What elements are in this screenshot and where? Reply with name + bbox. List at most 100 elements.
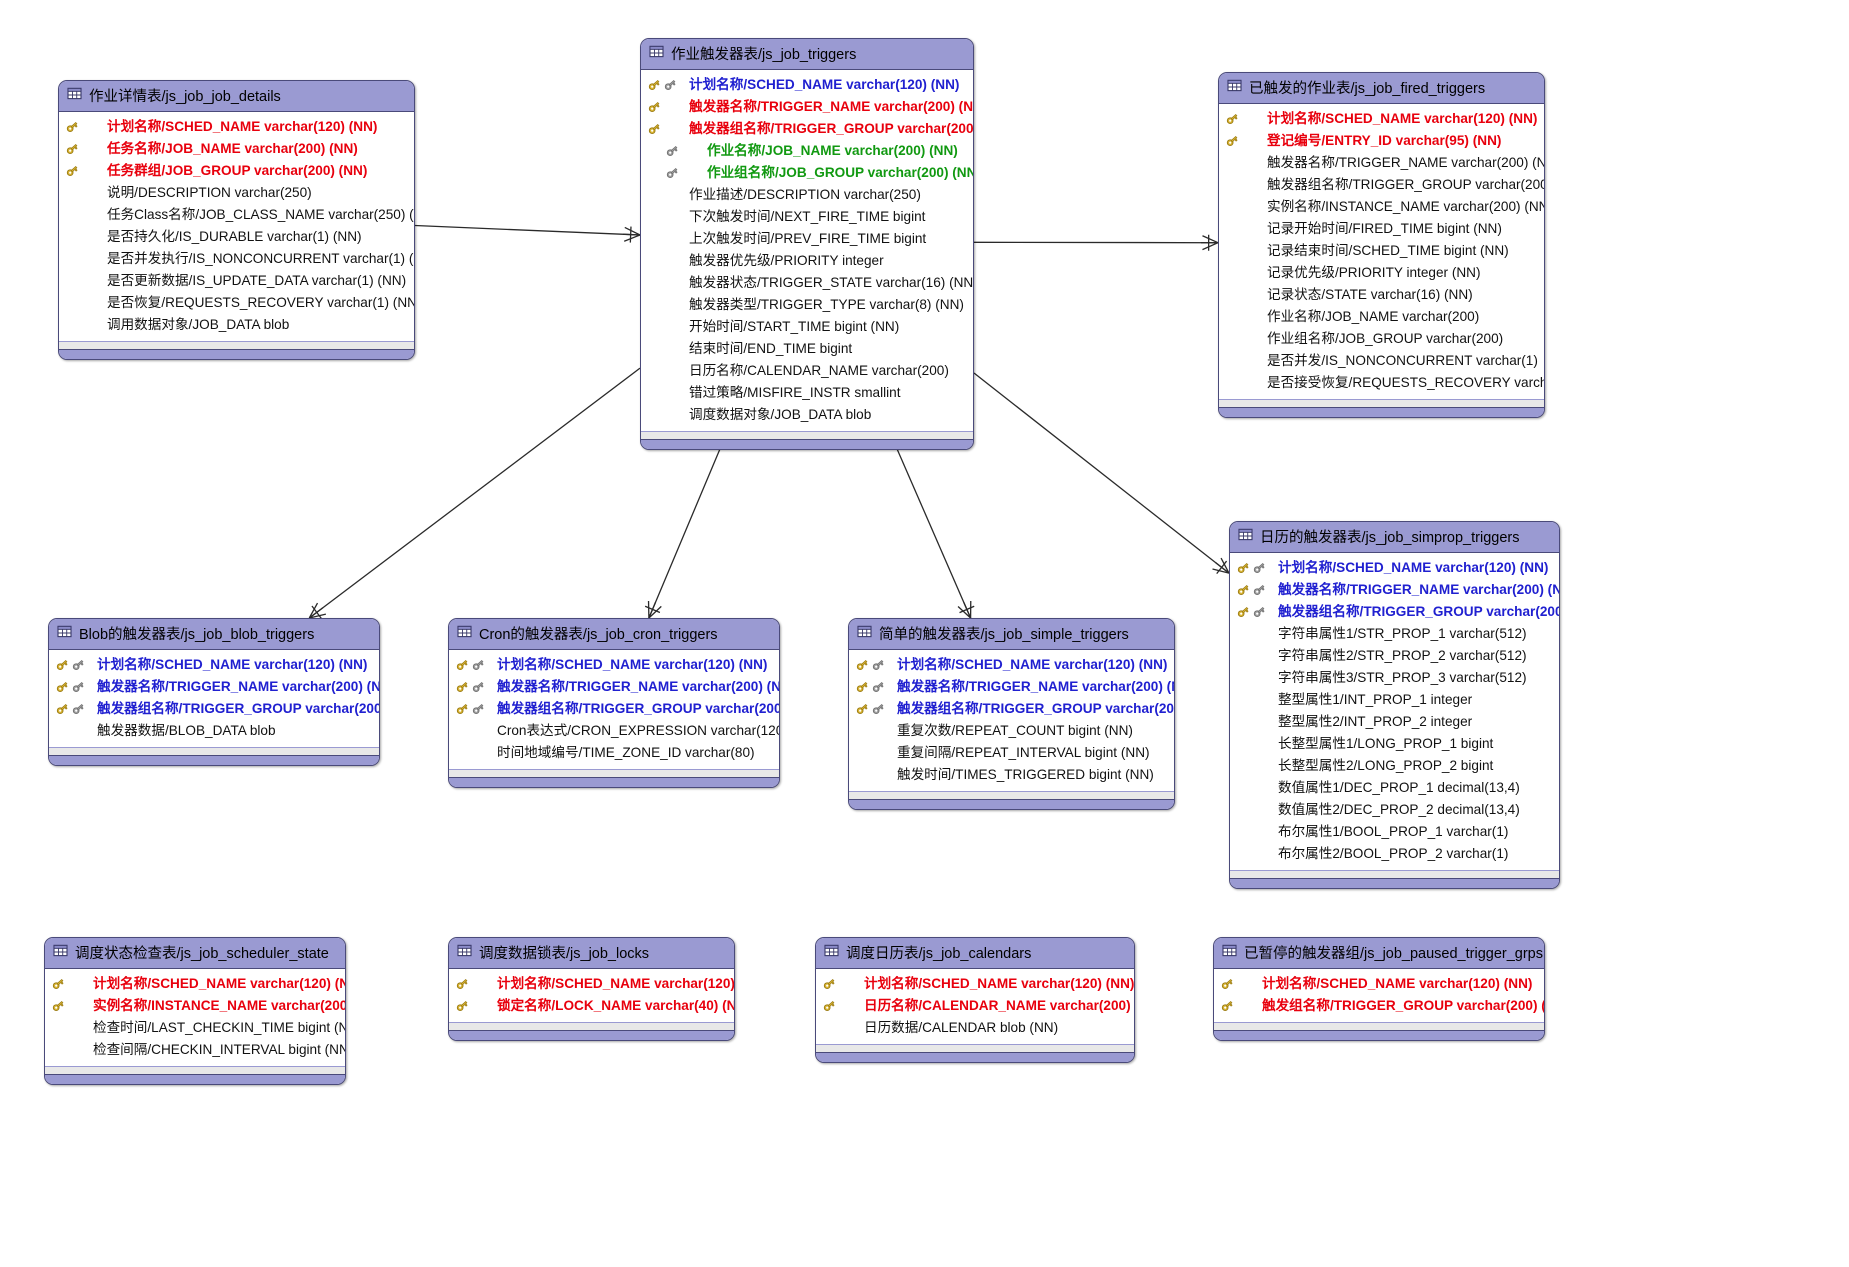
column-row[interactable]: 实例名称/INSTANCE_NAME varchar(200) (NN) [1219, 196, 1544, 218]
column-row[interactable]: 登记编号/ENTRY_ID varchar(95) (NN) [1219, 130, 1544, 152]
column-row[interactable]: 计划名称/SCHED_NAME varchar(120) (NN) [449, 973, 734, 995]
column-row[interactable]: 检查间隔/CHECKIN_INTERVAL bigint (NN) [45, 1039, 345, 1061]
column-row[interactable]: 触发器名称/TRIGGER_NAME varchar(200) (NN) [1219, 152, 1544, 174]
column-row[interactable]: 日历名称/CALENDAR_NAME varchar(200) [641, 360, 973, 382]
column-row[interactable]: 调度数据对象/JOB_DATA blob [641, 404, 973, 426]
column-row[interactable]: 记录状态/STATE varchar(16) (NN) [1219, 284, 1544, 306]
column-row[interactable]: 检查时间/LAST_CHECKIN_TIME bigint (NN) [45, 1017, 345, 1039]
entity-table-simple_triggers[interactable]: 简单的触发器表/js_job_simple_triggers 计划名称/SCHED… [848, 618, 1175, 810]
column-row[interactable]: 作业名称/JOB_NAME varchar(200) [1219, 306, 1544, 328]
column-row[interactable]: 任务群组/JOB_GROUP varchar(200) (NN) [59, 160, 414, 182]
column-row[interactable]: 触发时间/TIMES_TRIGGERED bigint (NN) [849, 764, 1174, 786]
column-row[interactable]: 长整型属性1/LONG_PROP_1 bigint [1230, 733, 1559, 755]
column-row[interactable]: 开始时间/START_TIME bigint (NN) [641, 316, 973, 338]
column-row[interactable]: 结束时间/END_TIME bigint [641, 338, 973, 360]
column-row[interactable]: 触发器组名称/TRIGGER_GROUP varchar(200) (NN) [1230, 601, 1559, 623]
column-row[interactable]: 触发组名称/TRIGGER_GROUP varchar(200) (NN) [1214, 995, 1544, 1017]
column-row[interactable]: 是否恢复/REQUESTS_RECOVERY varchar(1) (NN) [59, 292, 414, 314]
column-row[interactable]: 是否更新数据/IS_UPDATE_DATA varchar(1) (NN) [59, 270, 414, 292]
table-header-cron_triggers[interactable]: Cron的触发器表/js_job_cron_triggers [449, 619, 779, 650]
column-row[interactable]: 触发器数据/BLOB_DATA blob [49, 720, 379, 742]
column-row[interactable]: 触发器组名称/TRIGGER_GROUP varchar(200) (NN) [49, 698, 379, 720]
column-row[interactable]: 上次触发时间/PREV_FIRE_TIME bigint [641, 228, 973, 250]
table-header-scheduler_state[interactable]: 调度状态检查表/js_job_scheduler_state [45, 938, 345, 969]
column-row[interactable]: 数值属性1/DEC_PROP_1 decimal(13,4) [1230, 777, 1559, 799]
entity-table-blob_triggers[interactable]: Blob的触发器表/js_job_blob_triggers 计划名称/SCHED… [48, 618, 380, 766]
column-row[interactable]: 触发器类型/TRIGGER_TYPE varchar(8) (NN) [641, 294, 973, 316]
table-header-paused_trigger_grps[interactable]: 已暂停的触发器组/js_job_paused_trigger_grps [1214, 938, 1544, 969]
column-row[interactable]: 重复次数/REPEAT_COUNT bigint (NN) [849, 720, 1174, 742]
column-row[interactable]: 字符串属性1/STR_PROP_1 varchar(512) [1230, 623, 1559, 645]
entity-table-locks[interactable]: 调度数据锁表/js_job_locks 计划名称/SCHED_NAME varch… [448, 937, 735, 1041]
entity-table-cron_triggers[interactable]: Cron的触发器表/js_job_cron_triggers 计划名称/SCHED… [448, 618, 780, 788]
column-row[interactable]: 触发器名称/TRIGGER_NAME varchar(200) (NN) [641, 96, 973, 118]
column-row[interactable]: 字符串属性2/STR_PROP_2 varchar(512) [1230, 645, 1559, 667]
column-row[interactable]: 整型属性1/INT_PROP_1 integer [1230, 689, 1559, 711]
column-row[interactable]: 计划名称/SCHED_NAME varchar(120) (NN) [641, 74, 973, 96]
column-row[interactable]: 任务Class名称/JOB_CLASS_NAME varchar(250) (N… [59, 204, 414, 226]
column-row[interactable]: 计划名称/SCHED_NAME varchar(120) (NN) [45, 973, 345, 995]
entity-table-simprop_triggers[interactable]: 日历的触发器表/js_job_simprop_triggers 计划名称/SCHE… [1229, 521, 1560, 889]
table-header-locks[interactable]: 调度数据锁表/js_job_locks [449, 938, 734, 969]
column-row[interactable]: 计划名称/SCHED_NAME varchar(120) (NN) [1214, 973, 1544, 995]
column-row[interactable]: 计划名称/SCHED_NAME varchar(120) (NN) [59, 116, 414, 138]
table-header-simprop_triggers[interactable]: 日历的触发器表/js_job_simprop_triggers [1230, 522, 1559, 553]
entity-table-job_details[interactable]: 作业详情表/js_job_job_details 计划名称/SCHED_NAME … [58, 80, 415, 360]
column-row[interactable]: 记录结束时间/SCHED_TIME bigint (NN) [1219, 240, 1544, 262]
column-row[interactable]: 布尔属性1/BOOL_PROP_1 varchar(1) [1230, 821, 1559, 843]
column-row[interactable]: 计划名称/SCHED_NAME varchar(120) (NN) [816, 973, 1134, 995]
column-row[interactable]: Cron表达式/CRON_EXPRESSION varchar(120) (NN… [449, 720, 779, 742]
entity-table-paused_trigger_grps[interactable]: 已暂停的触发器组/js_job_paused_trigger_grps 计划名称/… [1213, 937, 1545, 1041]
table-header-simple_triggers[interactable]: 简单的触发器表/js_job_simple_triggers [849, 619, 1174, 650]
column-row[interactable]: 作业组名称/JOB_GROUP varchar(200) [1219, 328, 1544, 350]
column-row[interactable]: 计划名称/SCHED_NAME varchar(120) (NN) [1230, 557, 1559, 579]
table-header-blob_triggers[interactable]: Blob的触发器表/js_job_blob_triggers [49, 619, 379, 650]
table-header-job_details[interactable]: 作业详情表/js_job_job_details [59, 81, 414, 112]
column-row[interactable]: 数值属性2/DEC_PROP_2 decimal(13,4) [1230, 799, 1559, 821]
column-row[interactable]: 作业组名称/JOB_GROUP varchar(200) (NN) [641, 162, 973, 184]
column-row[interactable]: 计划名称/SCHED_NAME varchar(120) (NN) [1219, 108, 1544, 130]
column-row[interactable]: 作业描述/DESCRIPTION varchar(250) [641, 184, 973, 206]
column-row[interactable]: 记录优先级/PRIORITY integer (NN) [1219, 262, 1544, 284]
column-row[interactable]: 计划名称/SCHED_NAME varchar(120) (NN) [49, 654, 379, 676]
column-row[interactable]: 长整型属性2/LONG_PROP_2 bigint [1230, 755, 1559, 777]
column-row[interactable]: 触发器名称/TRIGGER_NAME varchar(200) (NN) [849, 676, 1174, 698]
table-header-calendars[interactable]: 调度日历表/js_job_calendars [816, 938, 1134, 969]
column-row[interactable]: 字符串属性3/STR_PROP_3 varchar(512) [1230, 667, 1559, 689]
column-row[interactable]: 触发器名称/TRIGGER_NAME varchar(200) (NN) [449, 676, 779, 698]
column-row[interactable]: 任务名称/JOB_NAME varchar(200) (NN) [59, 138, 414, 160]
column-row[interactable]: 错过策略/MISFIRE_INSTR smallint [641, 382, 973, 404]
column-row[interactable]: 重复间隔/REPEAT_INTERVAL bigint (NN) [849, 742, 1174, 764]
entity-table-fired_triggers[interactable]: 已触发的作业表/js_job_fired_triggers 计划名称/SCHED_… [1218, 72, 1545, 418]
column-row[interactable]: 触发器优先级/PRIORITY integer [641, 250, 973, 272]
column-row[interactable]: 时间地域编号/TIME_ZONE_ID varchar(80) [449, 742, 779, 764]
column-row[interactable]: 锁定名称/LOCK_NAME varchar(40) (NN) [449, 995, 734, 1017]
column-row[interactable]: 是否并发/IS_NONCONCURRENT varchar(1) [1219, 350, 1544, 372]
column-row[interactable]: 触发器组名称/TRIGGER_GROUP varchar(200) (NN) [641, 118, 973, 140]
column-row[interactable]: 实例名称/INSTANCE_NAME varchar(200) (NN) [45, 995, 345, 1017]
column-row[interactable]: 是否持久化/IS_DURABLE varchar(1) (NN) [59, 226, 414, 248]
column-row[interactable]: 记录开始时间/FIRED_TIME bigint (NN) [1219, 218, 1544, 240]
column-row[interactable]: 计划名称/SCHED_NAME varchar(120) (NN) [449, 654, 779, 676]
entity-table-calendars[interactable]: 调度日历表/js_job_calendars 计划名称/SCHED_NAME va… [815, 937, 1135, 1063]
column-row[interactable]: 计划名称/SCHED_NAME varchar(120) (NN) [849, 654, 1174, 676]
column-row[interactable]: 是否并发执行/IS_NONCONCURRENT varchar(1) (NN) [59, 248, 414, 270]
column-row[interactable]: 触发器状态/TRIGGER_STATE varchar(16) (NN) [641, 272, 973, 294]
table-header-fired_triggers[interactable]: 已触发的作业表/js_job_fired_triggers [1219, 73, 1544, 104]
column-row[interactable]: 触发器名称/TRIGGER_NAME varchar(200) (NN) [49, 676, 379, 698]
column-row[interactable]: 触发器组名称/TRIGGER_GROUP varchar(200) (NN) [849, 698, 1174, 720]
column-row[interactable]: 下次触发时间/NEXT_FIRE_TIME bigint [641, 206, 973, 228]
column-row[interactable]: 日历名称/CALENDAR_NAME varchar(200) (NN) [816, 995, 1134, 1017]
column-row[interactable]: 布尔属性2/BOOL_PROP_2 varchar(1) [1230, 843, 1559, 865]
column-row[interactable]: 触发器名称/TRIGGER_NAME varchar(200) (NN) [1230, 579, 1559, 601]
entity-table-scheduler_state[interactable]: 调度状态检查表/js_job_scheduler_state 计划名称/SCHED… [44, 937, 346, 1085]
column-row[interactable]: 触发器组名称/TRIGGER_GROUP varchar(200) (NN) [449, 698, 779, 720]
column-row[interactable]: 作业名称/JOB_NAME varchar(200) (NN) [641, 140, 973, 162]
column-row[interactable]: 日历数据/CALENDAR blob (NN) [816, 1017, 1134, 1039]
entity-table-triggers[interactable]: 作业触发器表/js_job_triggers 计划名称/SCHED_NAME va… [640, 38, 974, 450]
column-row[interactable]: 说明/DESCRIPTION varchar(250) [59, 182, 414, 204]
column-row[interactable]: 整型属性2/INT_PROP_2 integer [1230, 711, 1559, 733]
table-header-triggers[interactable]: 作业触发器表/js_job_triggers [641, 39, 973, 70]
column-row[interactable]: 触发器组名称/TRIGGER_GROUP varchar(200) (NN) [1219, 174, 1544, 196]
column-row[interactable]: 调用数据对象/JOB_DATA blob [59, 314, 414, 336]
